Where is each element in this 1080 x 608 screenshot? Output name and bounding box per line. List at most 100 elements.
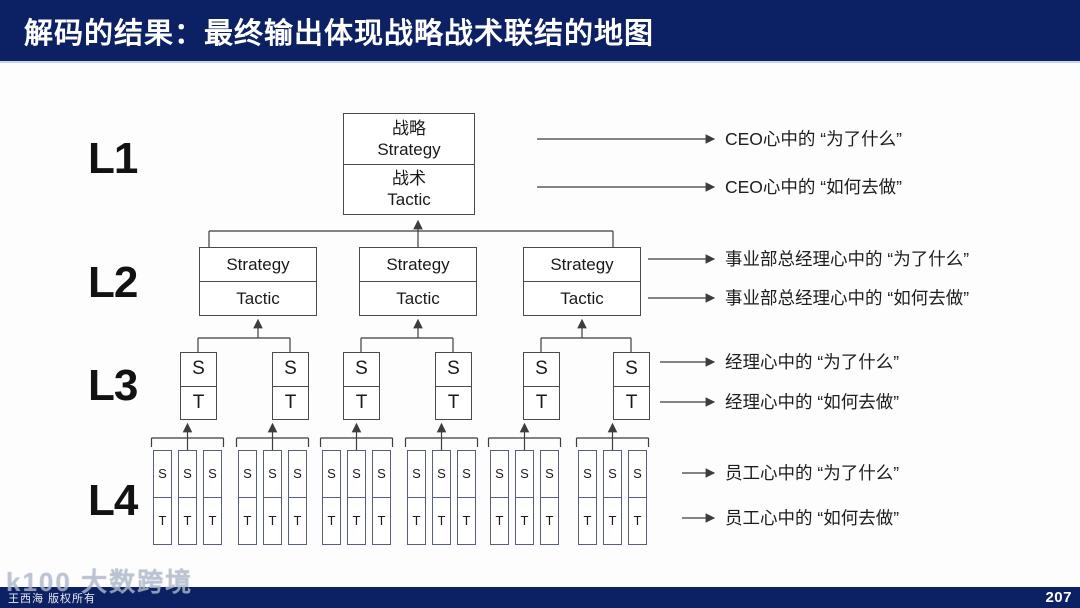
level-label-l2: L2 [88,258,138,307]
l2-tactic-cell: Tactic [524,281,640,315]
annotation-l2-why: 事业部总经理心中的 “为了什么” [725,249,970,269]
l3-box-1: S T [180,352,217,420]
l4-s-cell: S [583,465,592,481]
l2-strategy-cell: Strategy [550,254,614,274]
watermark-text: k100 大数跨境 [6,567,194,597]
l4-t-cell: T [516,497,533,544]
l2-box-3: Strategy Tactic [523,247,641,316]
l3-box-4: S T [435,352,472,420]
annotation-l2-how: 事业部总经理心中的 “如何去做” [725,288,970,308]
l4-s-cell: S [412,465,421,481]
l2-tactic-cell: Tactic [360,281,476,315]
l2-box-2: Strategy Tactic [359,247,477,316]
header-bar: 解码的结果：最终输出体现战略战术联结的地图 [0,0,1080,63]
l4-s-cell: S [608,465,617,481]
l2-box-1: Strategy Tactic [199,247,317,316]
l1-tactic-zh: 战术 [392,169,426,188]
l4-s-cell: S [208,465,217,481]
l4-t-cell: T [348,497,365,544]
l1-tactic-en: Tactic [387,190,431,210]
annotation-l1-how: CEO心中的 “如何去做” [725,177,902,197]
annotation-l3-how: 经理心中的 “如何去做” [725,392,900,412]
l2-tactic-cell: Tactic [200,281,316,315]
l4-t-cell: T [154,497,171,544]
l4-t-cell: T [491,497,508,544]
l1-tactic-cell: 战术 Tactic [344,163,474,215]
l2-strategy-cell: Strategy [386,254,450,274]
l1-strategy-tactic-box: 战略 Strategy 战术 Tactic [343,113,475,215]
l4-s-cell: S [268,465,277,481]
l4-t-cell: T [433,497,450,544]
level-label-l3: L3 [88,361,138,410]
l4-t-cell: T [204,497,221,544]
l3-s-cell: S [355,358,368,380]
l4-s-cell: S [545,465,554,481]
l4-s-cell: S [183,465,192,481]
l4-s-cell: S [327,465,336,481]
l4-t-cell: T [264,497,281,544]
l3-s-cell: S [625,358,638,380]
l4-t-cell: T [179,497,196,544]
l1-strategy-en: Strategy [377,139,441,159]
copyright-text: 王西海 版权所有 [8,593,97,605]
l4-t-cell: T [541,497,558,544]
l4-t-cell: T [458,497,475,544]
l1-strategy-cell: 战略 Strategy [344,114,474,164]
l4-s-cell: S [352,465,361,481]
l4-t-cell: T [408,497,425,544]
l2-strategy-cell: Strategy [226,254,290,274]
annotation-l4-how: 员工心中的 “如何去做” [725,508,900,528]
l3-t-cell: T [181,385,216,420]
page-number: 207 [1045,589,1072,606]
l4-t-cell: T [323,497,340,544]
l4-t-cell: T [289,497,306,544]
l4-s-cell: S [462,465,471,481]
l4-s-cell: S [158,465,167,481]
l4-t-cell: T [373,497,390,544]
l3-t-cell: T [614,385,649,420]
footer-bar [0,587,1080,608]
level-label-l1: L1 [88,134,138,183]
annotation-l1-why: CEO心中的 “为了什么” [725,129,902,149]
page-title: 解码的结果：最终输出体现战略战术联结的地图 [24,17,655,50]
l4-s-cell: S [377,465,386,481]
l3-box-5: S T [523,352,560,420]
level-label-l4: L4 [88,476,138,525]
l4-t-cell: T [604,497,621,544]
l4-s-cell: S [437,465,446,481]
l3-box-6: S T [613,352,650,420]
l3-box-2: S T [272,352,309,420]
l3-s-cell: S [535,358,548,380]
l3-t-cell: T [436,385,471,420]
l3-s-cell: S [447,358,460,380]
annotation-l4-why: 员工心中的 “为了什么” [725,463,900,483]
l4-s-cell: S [243,465,252,481]
l4-s-cell: S [495,465,504,481]
l4-t-cell: T [579,497,596,544]
l3-box-3: S T [343,352,380,420]
l3-t-cell: T [524,385,559,420]
